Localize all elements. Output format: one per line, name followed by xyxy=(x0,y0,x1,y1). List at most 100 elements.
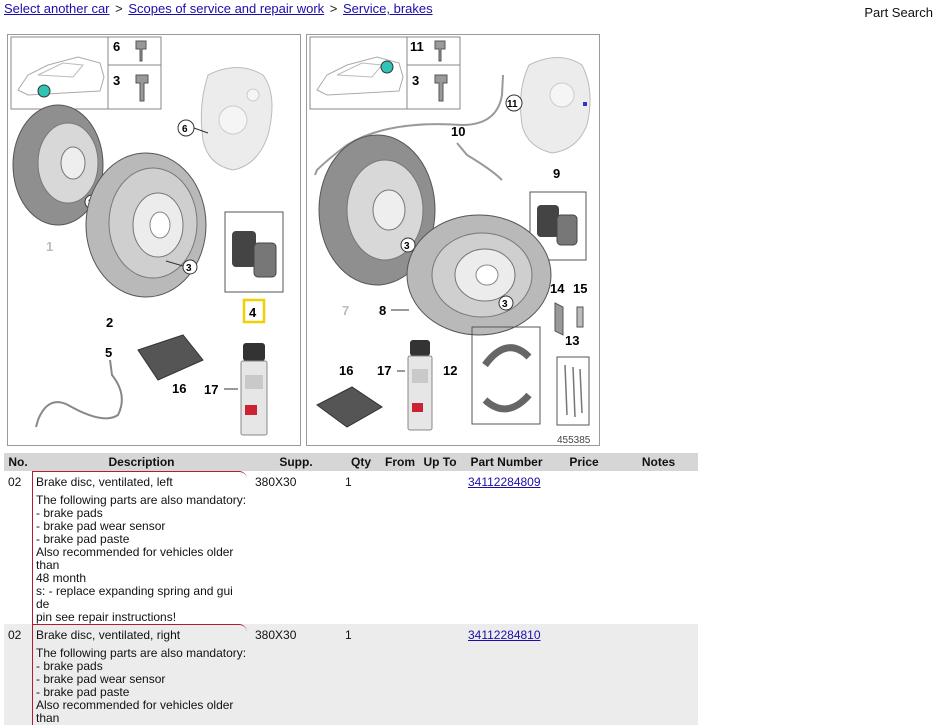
col-header-qty: Qty xyxy=(341,453,381,471)
callout-17[interactable]: 17 xyxy=(204,382,218,397)
row-supp: 380X30 xyxy=(251,624,341,725)
description-bracket xyxy=(32,624,247,725)
callout-8[interactable]: 8 xyxy=(379,303,386,318)
col-header-description: Description xyxy=(32,453,251,471)
callout-9[interactable]: 9 xyxy=(553,166,560,181)
breadcrumb: Select another car > Scopes of service a… xyxy=(4,1,433,16)
callout-3-left-disc[interactable]: 3 xyxy=(404,241,410,252)
callout-3-inset[interactable]: 3 xyxy=(113,73,120,88)
brake-disc-drilled-icon xyxy=(85,152,207,298)
pin-icon xyxy=(554,302,564,336)
callout-17[interactable]: 17 xyxy=(377,363,391,378)
row-upto xyxy=(416,471,464,624)
part-number-link[interactable]: 34112284810 xyxy=(468,628,541,642)
diagram-image-number: 455385 xyxy=(557,435,591,445)
diagram-front-brakes[interactable]: 6 3 6 3 1 3 2 xyxy=(7,34,301,446)
row-price xyxy=(549,471,619,624)
diagram-rear-brakes[interactable]: 11 3 11 10 9 3 7 xyxy=(306,34,600,446)
wheel-position-marker-icon xyxy=(380,60,394,74)
callout-11[interactable]: 11 xyxy=(507,99,518,110)
callout-12[interactable]: 12 xyxy=(443,363,457,378)
row-no: 02 xyxy=(4,624,32,725)
part-search-link[interactable]: Part Search xyxy=(864,5,933,20)
callout-3-disc[interactable]: 3 xyxy=(186,263,192,274)
row-notes xyxy=(619,624,698,725)
col-header-notes: Notes xyxy=(619,453,698,471)
callout-3-inset[interactable]: 3 xyxy=(412,73,419,88)
description-line: - brake pad paste xyxy=(36,532,130,546)
brake-pads-icon xyxy=(232,231,277,278)
description-line: - brake pad wear sensor xyxy=(36,672,166,686)
callout-13[interactable]: 13 xyxy=(565,333,579,348)
col-header-part-number: Part Number xyxy=(464,453,549,471)
breadcrumb-scopes-link[interactable]: Scopes of service and repair work xyxy=(128,1,325,16)
bolt-icon xyxy=(434,40,446,62)
callout-6-inset[interactable]: 6 xyxy=(113,39,120,54)
callout-7[interactable]: 7 xyxy=(342,303,349,318)
row-from xyxy=(381,624,416,725)
row-supp: 380X30 xyxy=(255,475,297,489)
callout-6[interactable]: 6 xyxy=(182,124,188,135)
callout-1[interactable]: 1 xyxy=(46,239,53,254)
row-from xyxy=(381,471,416,624)
callout-16[interactable]: 16 xyxy=(339,363,353,378)
caliper-icon xyxy=(200,67,273,171)
description-line: - brake pads xyxy=(36,506,103,520)
brake-shoes-icon xyxy=(482,344,532,413)
col-header-price: Price xyxy=(549,453,619,471)
callout-10[interactable]: 10 xyxy=(451,124,465,139)
description-line: pin see repair instructions! xyxy=(36,610,177,624)
row-part-number: 34112284810 xyxy=(464,624,549,725)
row-part-number: 34112284809 xyxy=(464,471,549,624)
spray-can-icon xyxy=(240,343,268,436)
row-qty: 1 xyxy=(341,624,381,725)
screw-icon xyxy=(135,74,149,102)
row-price xyxy=(549,624,619,725)
callout-3-disc[interactable]: 3 xyxy=(502,299,508,310)
callout-4-highlight xyxy=(242,298,266,324)
description-title: Brake disc, ventilated, right xyxy=(36,628,181,642)
breadcrumb-separator: > xyxy=(329,1,338,16)
callout-2[interactable]: 2 xyxy=(106,315,113,330)
callout-11-inset[interactable]: 11 xyxy=(410,39,424,54)
caliper-icon xyxy=(520,57,591,154)
table-row[interactable]: 02 Brake disc, ventilated, left The foll… xyxy=(4,471,698,624)
parts-table: No. Description Supp. Qty From Up To Par… xyxy=(4,453,698,725)
callout-4[interactable]: 4 xyxy=(249,305,257,320)
col-header-from: From xyxy=(381,453,416,471)
row-upto xyxy=(416,624,464,725)
clip-icon xyxy=(576,306,584,328)
expanding-spring-icon xyxy=(564,364,583,418)
description-line: s: - replace expanding spring and gui xyxy=(36,584,233,598)
description-line: - brake pads xyxy=(36,659,103,673)
breadcrumb-separator: > xyxy=(115,1,123,16)
callout-5[interactable]: 5 xyxy=(105,345,112,360)
breadcrumb-service-brakes-link[interactable]: Service, brakes xyxy=(343,1,433,16)
row-no: 02 xyxy=(8,475,22,489)
bolt-icon xyxy=(135,40,147,62)
table-header-row: No. Description Supp. Qty From Up To Par… xyxy=(4,453,698,471)
col-header-supp: Supp. xyxy=(251,453,341,471)
description-title: Brake disc, ventilated, left xyxy=(36,475,173,489)
row-description: Brake disc, ventilated, left The followi… xyxy=(32,471,251,624)
description-line: Also recommended for vehicles older than xyxy=(36,545,234,572)
wear-sensor-icon xyxy=(35,359,123,428)
row-description: Brake disc, ventilated, right The follow… xyxy=(32,624,251,725)
brake-pads-icon xyxy=(537,205,578,246)
paste-sachet-icon xyxy=(316,386,383,428)
screw-icon xyxy=(434,74,448,102)
callout-15[interactable]: 15 xyxy=(573,281,587,296)
wear-sensor-icon xyxy=(314,74,504,176)
breadcrumb-select-car-link[interactable]: Select another car xyxy=(4,1,110,16)
description-line: 48 month xyxy=(36,571,87,585)
spray-can-icon xyxy=(407,340,433,431)
callout-14[interactable]: 14 xyxy=(550,281,565,296)
table-row[interactable]: 02 Brake disc, ventilated, right The fol… xyxy=(4,624,698,725)
callout-16[interactable]: 16 xyxy=(172,381,186,396)
car-silhouette-icon xyxy=(316,56,404,96)
description-line: The following parts are also mandatory: xyxy=(36,493,247,507)
brake-disc-drilled-icon xyxy=(406,214,552,336)
description-line: de xyxy=(36,597,50,611)
paste-sachet-icon xyxy=(137,334,204,381)
part-number-link[interactable]: 34112284809 xyxy=(468,475,541,489)
